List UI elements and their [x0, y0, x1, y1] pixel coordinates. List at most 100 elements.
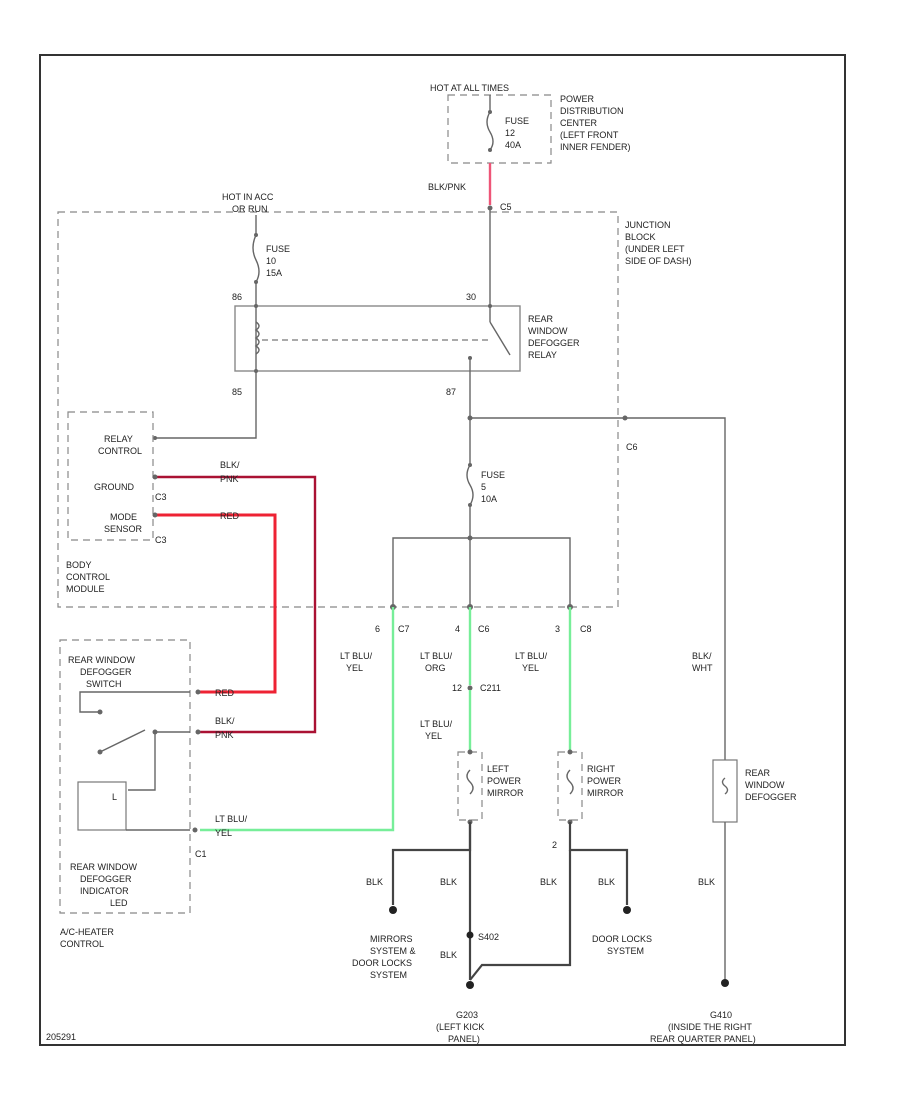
fuse-5: [466, 464, 474, 506]
blk-pnk-bcm-label-2: PNK: [220, 474, 239, 484]
pin-86-label: 86: [232, 292, 242, 302]
ground-g203: [466, 981, 474, 989]
indicator-led-label-3: INDICATOR: [80, 886, 129, 896]
led-pin: [192, 827, 198, 833]
ltblu-yel-1-label-2: YEL: [346, 663, 363, 673]
ground-g410: [721, 979, 729, 987]
mirrors-system-label-2: SYSTEM &: [370, 946, 416, 956]
pin-12-label: 12: [452, 683, 462, 693]
junction-block-label-3: (UNDER LEFT: [625, 244, 685, 254]
ac-heater-control-label-2: CONTROL: [60, 939, 104, 949]
blk-label-2: BLK: [440, 877, 457, 887]
relay-switch-arm: [489, 321, 511, 356]
relay-coil-symbol: [254, 321, 260, 355]
connector-c5: [487, 205, 493, 211]
relay-label-4: RELAY: [528, 350, 557, 360]
c5-label: C5: [500, 202, 512, 212]
right-power-mirror-box: [557, 751, 583, 821]
wire-blk-pnk-bcm: [155, 475, 317, 734]
defogger-grid-symbol: [721, 777, 729, 795]
junction-node-1: [467, 415, 473, 421]
right-mirror-motor: [566, 769, 574, 795]
g410-label: G410: [710, 1010, 732, 1020]
diagram-code: 205291: [46, 1032, 76, 1042]
wire-blk-right-mirror-g203: [469, 850, 572, 981]
ground-door-locks-system: [623, 906, 631, 914]
ltblu-yel-2-label-2: YEL: [425, 731, 442, 741]
junction-block-label: JUNCTION: [625, 220, 671, 230]
ground-label: GROUND: [94, 482, 134, 492]
bcm-ground-pin: [152, 474, 158, 480]
pin-3-label: 3: [555, 624, 560, 634]
g203-label-3: PANEL): [448, 1034, 480, 1044]
mode-sensor-label-2: SENSOR: [104, 524, 143, 534]
right-power-mirror-label-3: MIRROR: [587, 788, 624, 798]
c3-b-label: C3: [155, 535, 167, 545]
pdc-box: [447, 94, 552, 164]
wire-fuse5-branch: [392, 537, 571, 605]
fuse-12-label-3: 40A: [505, 140, 521, 150]
blk-pnk-switch-label-2: PNK: [215, 730, 234, 740]
pdc-label: POWER: [560, 94, 595, 104]
mirrors-system-label-4: SYSTEM: [370, 970, 407, 980]
switch-pin-blk-pnk: [195, 729, 201, 735]
relay-label-2: WINDOW: [528, 326, 568, 336]
switch-pin-red: [195, 689, 201, 695]
relay-label-3: DEFOGGER: [528, 338, 580, 348]
pin-87-label: 87: [446, 387, 456, 397]
pdc-label-2: DISTRIBUTION: [560, 106, 624, 116]
g203-label: G203: [456, 1010, 478, 1020]
ac-heater-control-label: A/C-HEATER: [60, 927, 114, 937]
right-power-mirror-label: RIGHT: [587, 764, 616, 774]
right-power-mirror-label-2: POWER: [587, 776, 622, 786]
rear-window-defogger-switch-label: REAR WINDOW: [68, 655, 136, 665]
door-locks-system-label: DOOR LOCKS: [592, 934, 652, 944]
junction-block-label-4: SIDE OF DASH): [625, 256, 692, 266]
hot-in-acc-label-2: OR RUN: [232, 204, 268, 214]
diagram-frame: [39, 54, 846, 1046]
rear-window-defogger-label-2: WINDOW: [745, 780, 785, 790]
switch-internal-red: [79, 691, 190, 713]
rear-window-defogger-label: REAR: [745, 768, 771, 778]
mirrors-system-label-3: DOOR LOCKS: [352, 958, 412, 968]
fuse-12-label: FUSE: [505, 116, 529, 126]
c3-a-label: C3: [155, 492, 167, 502]
junction-block-label-2: BLOCK: [625, 232, 656, 242]
ltblu-yel-4-label-2: YEL: [215, 828, 232, 838]
c6-right-label: C6: [626, 442, 638, 452]
mirrors-system-label: MIRRORS: [370, 934, 413, 944]
pin-4-label: 4: [455, 624, 460, 634]
g410-label-3: REAR QUARTER PANEL): [650, 1034, 756, 1044]
blk-pnk-bcm-label: BLK/: [220, 460, 240, 470]
left-mirror-motor: [466, 769, 474, 795]
right-mirror-pin-top: [567, 749, 573, 755]
ac-heater-control-box: [59, 639, 191, 914]
mode-sensor-label: MODE: [110, 512, 137, 522]
switch-arm: [99, 729, 146, 753]
relay-control-label-2: CONTROL: [98, 446, 142, 456]
pin-30-label: 30: [466, 292, 476, 302]
relay-box: [234, 305, 521, 372]
left-power-mirror-box: [457, 751, 483, 821]
splice-s402: [466, 931, 474, 939]
c8-label: C8: [580, 624, 592, 634]
rear-window-defogger-switch-label-2: DEFOGGER: [80, 667, 132, 677]
pin-85-label: 85: [232, 387, 242, 397]
ltblu-org-label-2: ORG: [425, 663, 446, 673]
left-power-mirror-label: LEFT: [487, 764, 510, 774]
fuse-5-label: FUSE: [481, 470, 505, 480]
relay-control-label: RELAY: [104, 434, 133, 444]
blk-pnk-top-label: BLK/PNK: [428, 182, 466, 192]
c7-label: C7: [398, 624, 410, 634]
fuse-10-label-3: 15A: [266, 268, 282, 278]
blk-label-5: BLK: [440, 950, 457, 960]
switch-internal-led: [128, 732, 156, 791]
wire-red-mode-sensor: [155, 513, 277, 694]
blk-wht-label-2: WHT: [692, 663, 713, 673]
c211-label: C211: [480, 683, 501, 693]
relay-label: REAR: [528, 314, 554, 324]
ltblu-org-label: LT BLU/: [420, 651, 453, 661]
g203-label-2: (LEFT KICK: [436, 1022, 484, 1032]
blk-label-6: BLK: [698, 877, 715, 887]
blk-label-3: BLK: [540, 877, 557, 887]
